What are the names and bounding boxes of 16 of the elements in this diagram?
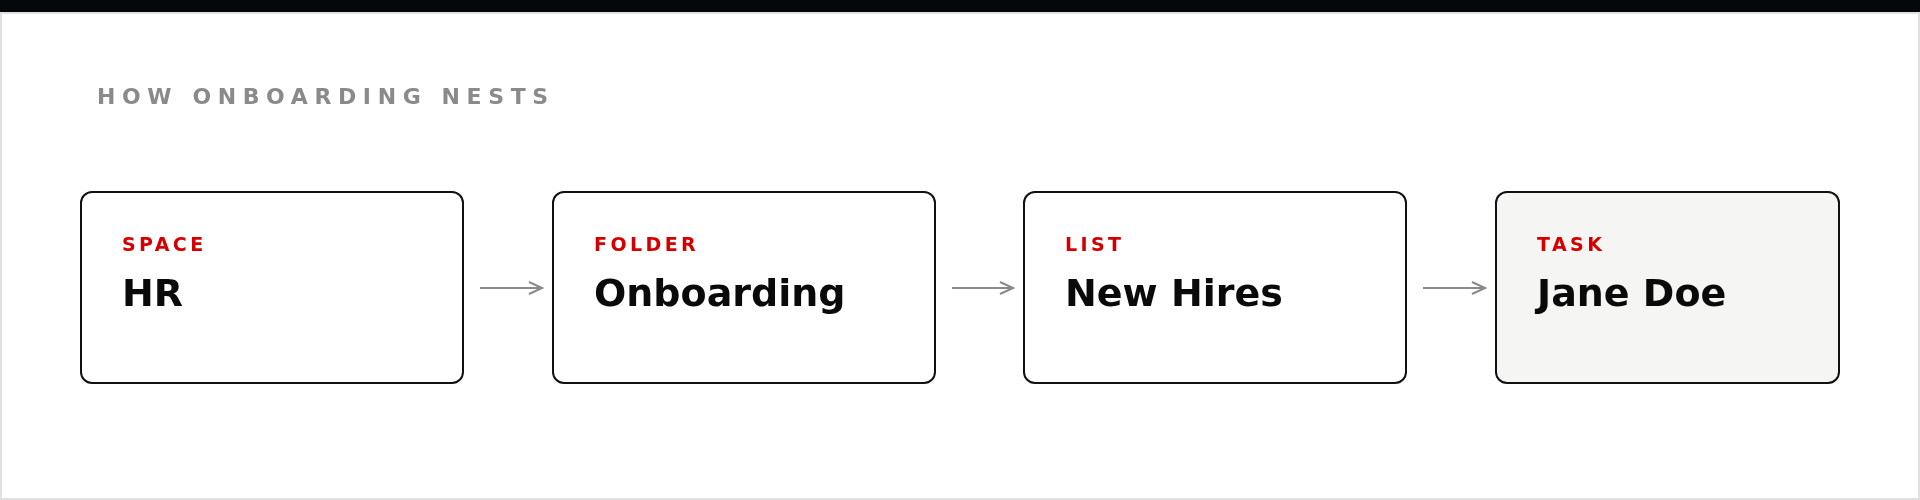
hierarchy-card [1495,191,1840,384]
item-name: Jane Doe [1537,274,1728,312]
level-label: TASK [1537,235,1607,254]
item-name: HR [122,274,185,312]
level-label: LIST [1065,235,1126,254]
level-label: SPACE [122,235,208,254]
item-name: Onboarding [594,274,847,312]
arrow [1422,281,1486,295]
arrow [951,281,1014,295]
level-label: FOLDER [594,235,701,254]
hierarchy-card [552,191,936,384]
hierarchy-card [1023,191,1407,384]
item-name: New Hires [1065,274,1284,312]
arrow [479,281,543,295]
diagram-title: HOW ONBOARDING NESTS [97,83,555,111]
hierarchy-card [80,191,464,384]
